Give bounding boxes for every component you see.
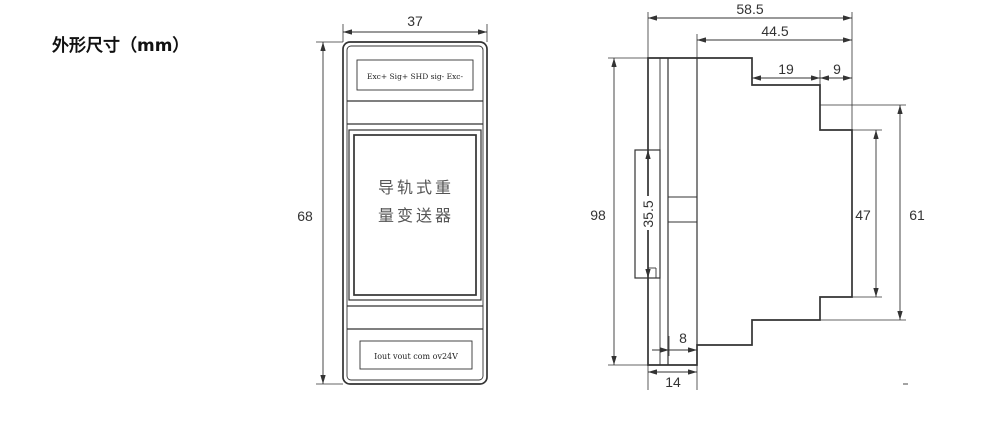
- dimension-front-block-height: 61: [820, 104, 925, 321]
- side-view: 35.5 58.5 44.5 19 9: [590, 1, 925, 390]
- dimension-front-height: 68: [297, 41, 343, 385]
- front-body-outline: [342, 41, 488, 385]
- front-view: Exc+ Sig+ SHD sig- Exc- 导轨式重 量变送器 Iout v…: [297, 13, 488, 385]
- bottom-terminal-box: [359, 340, 473, 370]
- dimension-label-front-face-height: 47: [855, 207, 871, 223]
- window-text-line1: 导轨式重: [378, 178, 454, 197]
- front-body-inner-outline: [346, 45, 484, 381]
- dimension-clip-width: 8: [652, 330, 697, 356]
- dimension-label-step-depth: 19: [778, 61, 794, 77]
- dimension-label-front-height: 68: [297, 208, 313, 224]
- top-terminal-box: [356, 59, 474, 91]
- dimension-label-rail-width: 35.5: [640, 200, 656, 227]
- dimension-label-nose-depth: 9: [833, 61, 841, 77]
- drawing-title: 外形尺寸（mm）: [52, 35, 189, 56]
- dimension-label-depth-front: 44.5: [761, 23, 788, 39]
- dimension-label-depth-total: 58.5: [736, 1, 763, 17]
- dimension-nose-depth: 9: [820, 61, 852, 81]
- dimension-label-front-width: 37: [407, 13, 423, 29]
- dimension-depth-total: 58.5: [647, 1, 853, 130]
- dimension-front-width: 37: [342, 13, 488, 42]
- bottom-terminal-label: Iout vout com ov24V: [374, 352, 458, 361]
- dimension-label-base-width: 14: [665, 374, 681, 390]
- dimension-height-total: 98: [590, 57, 648, 366]
- dimension-rail-width: 35.5: [640, 150, 656, 278]
- side-profile-outline: [647, 57, 853, 366]
- dimension-step-depth: 19: [752, 61, 821, 85]
- dimension-label-height-total: 98: [590, 207, 606, 223]
- dimension-depth-front: 44.5: [696, 23, 852, 58]
- window-frame: [348, 129, 482, 301]
- window-text-line2: 量变送器: [378, 206, 454, 225]
- dimension-label-clip-width: 8: [679, 330, 687, 346]
- top-terminal-label: Exc+ Sig+ SHD sig- Exc-: [367, 72, 464, 81]
- dimension-label-background: [641, 196, 655, 230]
- display-window: [353, 134, 477, 296]
- dimension-front-face-height: 47: [852, 129, 882, 298]
- dimension-label-front-block-height: 61: [909, 207, 925, 223]
- dimension-base-width: 14: [647, 365, 698, 390]
